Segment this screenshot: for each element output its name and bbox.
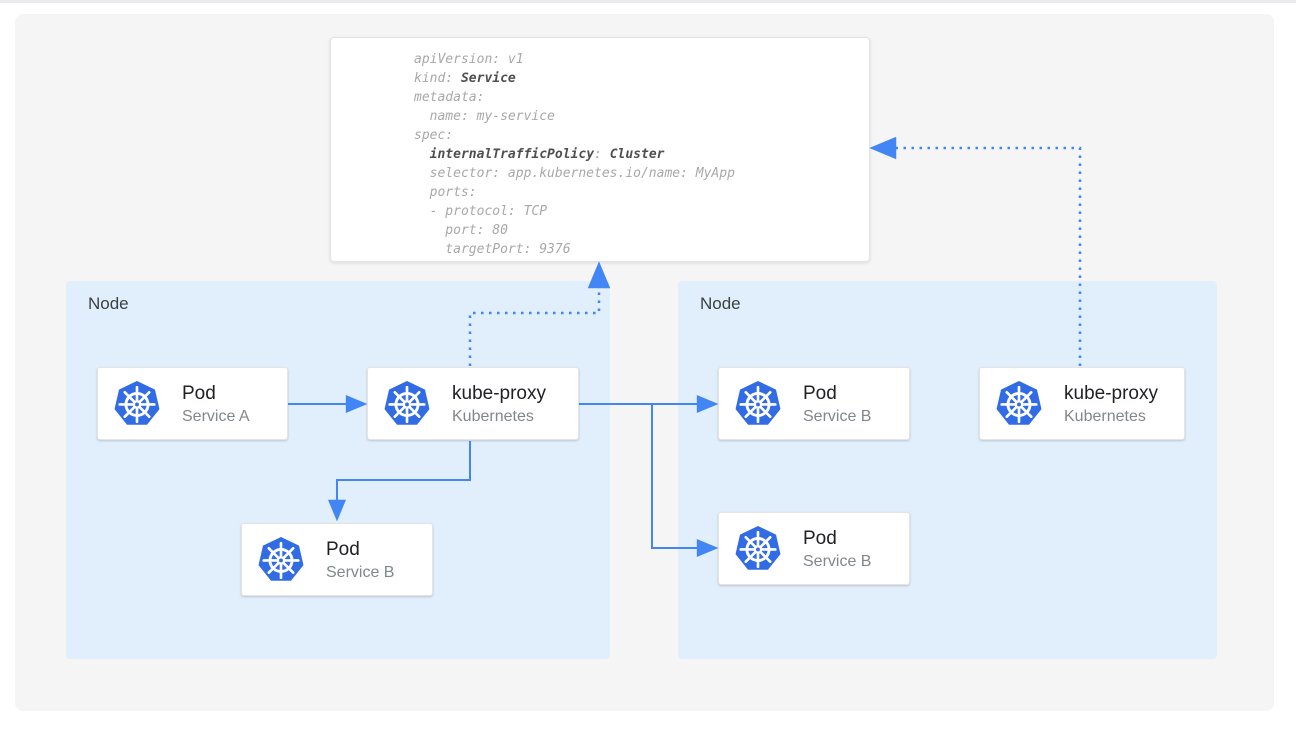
top-divider <box>0 0 1296 3</box>
node-left-label: Node <box>88 294 129 313</box>
kubernetes-icon <box>257 535 305 582</box>
card-title: Pod <box>803 382 837 404</box>
card-subtitle: Kubernetes <box>452 407 534 425</box>
card-title: kube-proxy <box>452 382 546 404</box>
card-pod-service-b-left: Pod Service B <box>241 523 433 596</box>
yaml-line: internalTrafficPolicy: Cluster <box>429 147 665 162</box>
yaml-line: - protocol: TCP <box>414 204 548 219</box>
kubernetes-icon <box>734 379 782 426</box>
yaml-line: name: my-service <box>414 109 555 124</box>
node-right: Node Pod Service B Pod Service B kube-pr… <box>678 281 1217 659</box>
card-kube-proxy-right: kube-proxy Kubernetes <box>979 367 1185 440</box>
node-left: Node Pod Service A kube-proxy Kubernetes… <box>66 281 610 659</box>
card-pod-service-b-right-top: Pod Service B <box>718 367 910 440</box>
kubernetes-icon <box>383 379 431 426</box>
card-pod-service-a: Pod Service A <box>97 367 288 440</box>
yaml-line: ports: <box>414 185 477 200</box>
card-subtitle: Service B <box>326 563 395 581</box>
service-yaml-panel: apiVersion: v1 kind: Service metadata: nam… <box>330 37 870 262</box>
yaml-line: selector: app.kubernetes.io/name: MyApp <box>414 166 735 181</box>
card-subtitle: Kubernetes <box>1064 407 1146 425</box>
yaml-line: spec: <box>414 128 454 143</box>
yaml-line: port: 80 <box>414 223 508 238</box>
yaml-line: metadata: <box>414 90 485 105</box>
kubernetes-icon <box>734 524 782 571</box>
card-title: kube-proxy <box>1064 382 1158 404</box>
kubernetes-icon <box>113 379 161 426</box>
card-title: Pod <box>803 527 837 549</box>
node-right-label: Node <box>700 294 741 313</box>
card-subtitle: Service B <box>803 407 872 425</box>
card-kube-proxy-left: kube-proxy Kubernetes <box>367 367 579 440</box>
card-title: Pod <box>326 538 360 560</box>
kubernetes-icon <box>995 379 1043 426</box>
yaml-line: targetPort: 9376 <box>414 242 571 257</box>
card-pod-service-b-right-bottom: Pod Service B <box>718 512 910 585</box>
yaml-code: apiVersion: v1 kind: Service metadata: nam… <box>414 50 735 259</box>
card-subtitle: Service A <box>182 407 250 425</box>
yaml-line: kind: Service <box>414 71 516 86</box>
card-title: Pod <box>182 382 216 404</box>
yaml-line: apiVersion: v1 <box>414 52 524 67</box>
card-subtitle: Service B <box>803 552 872 570</box>
